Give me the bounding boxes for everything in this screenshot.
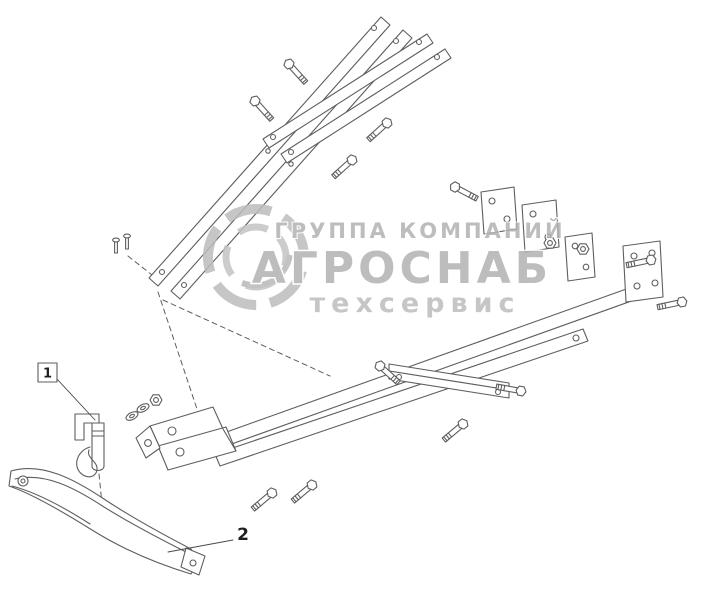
callout-1-box [37, 362, 58, 383]
watermark-line1: ГРУППА КОМПАНИЙ [274, 218, 565, 243]
curved-drawbar [8, 467, 206, 576]
callout-1: 1 [37, 362, 96, 421]
line-art: 1 2 [8, 16, 689, 576]
hitch-bracket [135, 406, 237, 471]
mounting-plates [480, 186, 664, 303]
cross-strap-bars [262, 33, 452, 164]
hitch-pin [74, 413, 105, 478]
callout-2: 2 [167, 525, 249, 553]
callout-1-label: 1 [43, 367, 52, 382]
assembly-guide-lines [98, 255, 331, 515]
watermark-line3: техсервис [309, 288, 520, 319]
watermark-line2: АГРОСНАБ [252, 243, 552, 294]
small-pins [112, 233, 131, 254]
watermark: ГРУППА КОМПАНИЙ АГРОСНАБ техсервис [203, 204, 565, 320]
cross-flat-bar [388, 363, 510, 399]
upper-strap-bars [148, 16, 413, 300]
callout-2-label: 2 [237, 525, 249, 545]
